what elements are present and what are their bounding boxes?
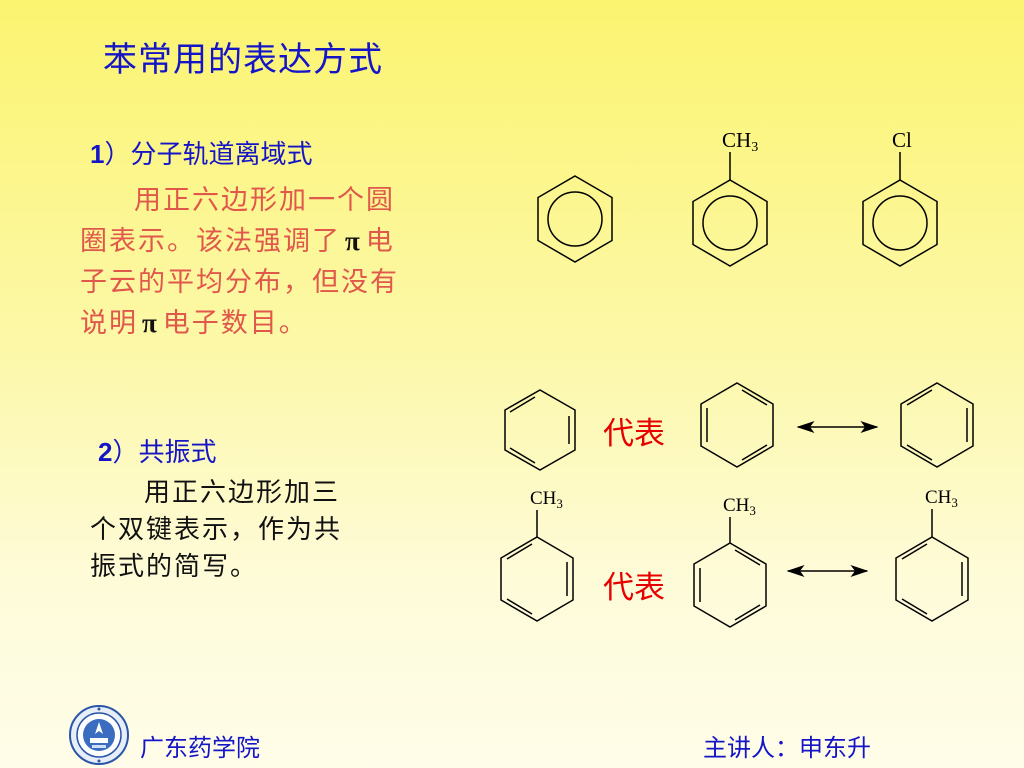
- section-2-description: 用正六边形加三 个双键表示，作为共 振式的简写。: [90, 475, 410, 586]
- toluene-circle-structure: CH3: [692, 128, 768, 267]
- toluene-kekule-structure: CH3: [500, 488, 574, 622]
- section-1-line-3: 电: [365, 226, 395, 257]
- lecturer-name: 主讲人：申东升: [703, 734, 871, 762]
- section-2-line-1: 用正六边形加三: [144, 478, 341, 508]
- section-1-line-5: 说明: [80, 308, 138, 339]
- section-2-line-3: 振式的简写。: [90, 552, 259, 582]
- pi-symbol: π: [345, 226, 362, 256]
- toluene-ch3-label-4: CH3: [925, 487, 958, 510]
- represents-label-2: 代表: [603, 570, 665, 606]
- section-1-number: 1: [90, 139, 105, 169]
- section-1-line-4: 子云的平均分布，但没有: [80, 267, 399, 298]
- section-2-line-2: 个双键表示，作为共: [90, 515, 343, 545]
- toluene-ch3-label-3: CH3: [723, 495, 756, 518]
- section-2-number: 2: [98, 437, 113, 467]
- benzene-resonance-form-b: [900, 382, 974, 468]
- institution-name: 广东药学院: [140, 734, 260, 762]
- toluene-ch3-label: CH3: [722, 128, 758, 155]
- benzene-circle-structure: [537, 175, 613, 263]
- toluene-resonance-form-b: CH3: [895, 487, 969, 622]
- section-2-title: ）共振式: [112, 438, 217, 468]
- toluene-ch3-label-2: CH3: [530, 488, 563, 511]
- section-1-line-1: 用正六边形加一个圆: [134, 185, 395, 216]
- pi-symbol-2: π: [142, 308, 159, 338]
- slide-title: 苯常用的表达方式: [103, 40, 383, 80]
- represents-label-1: 代表: [603, 416, 665, 452]
- section-1-line-2: 圈表示。该法强调了: [80, 226, 341, 257]
- section-1-heading: 1）分子轨道离域式: [90, 134, 312, 171]
- benzene-kekule-structure: [504, 389, 576, 471]
- section-1-title: ）分子轨道离域式: [104, 140, 313, 170]
- toluene-resonance-form-a: CH3: [693, 495, 767, 628]
- chlorobenzene-circle-structure: Cl: [862, 128, 938, 267]
- university-logo-icon: [69, 705, 129, 765]
- section-1-line-6: 电子数目。: [162, 308, 308, 339]
- benzene-resonance-form-a: [700, 382, 774, 468]
- chloro-label: Cl: [892, 128, 912, 152]
- section-2-heading: 2）共振式: [98, 432, 216, 469]
